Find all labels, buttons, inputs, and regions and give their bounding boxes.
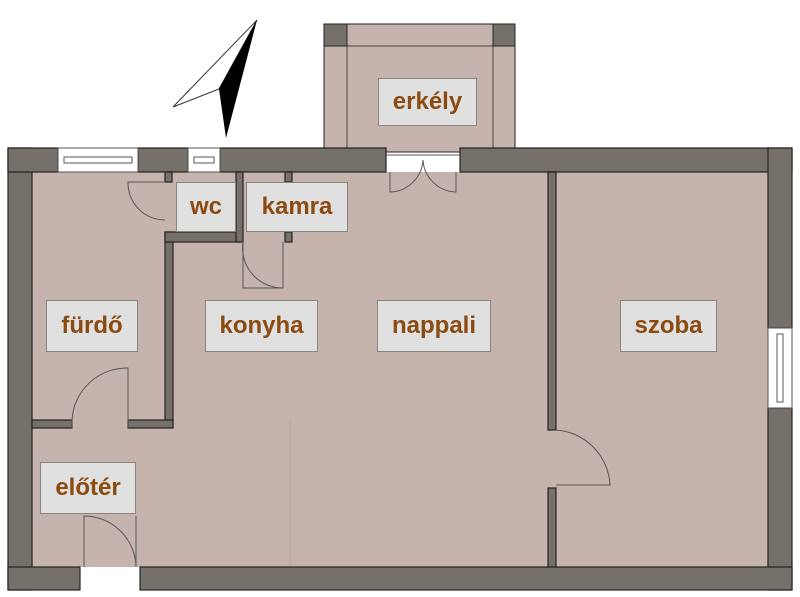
doors bbox=[71, 154, 611, 568]
room-label-kamra: kamra bbox=[246, 182, 348, 232]
walls bbox=[7, 147, 793, 591]
floor bbox=[32, 172, 768, 567]
room-label-eloter: előtér bbox=[40, 462, 136, 514]
room-label-szoba: szoba bbox=[620, 300, 717, 352]
room-label-erkely: erkély bbox=[378, 78, 477, 126]
room-label-konyha: konyha bbox=[205, 300, 318, 352]
room-label-furdo: fürdő bbox=[46, 300, 138, 352]
room-label-nappali: nappali bbox=[377, 300, 491, 352]
north-arrow-icon bbox=[172, 19, 258, 138]
room-label-wc: wc bbox=[176, 182, 236, 232]
windows bbox=[57, 147, 793, 409]
